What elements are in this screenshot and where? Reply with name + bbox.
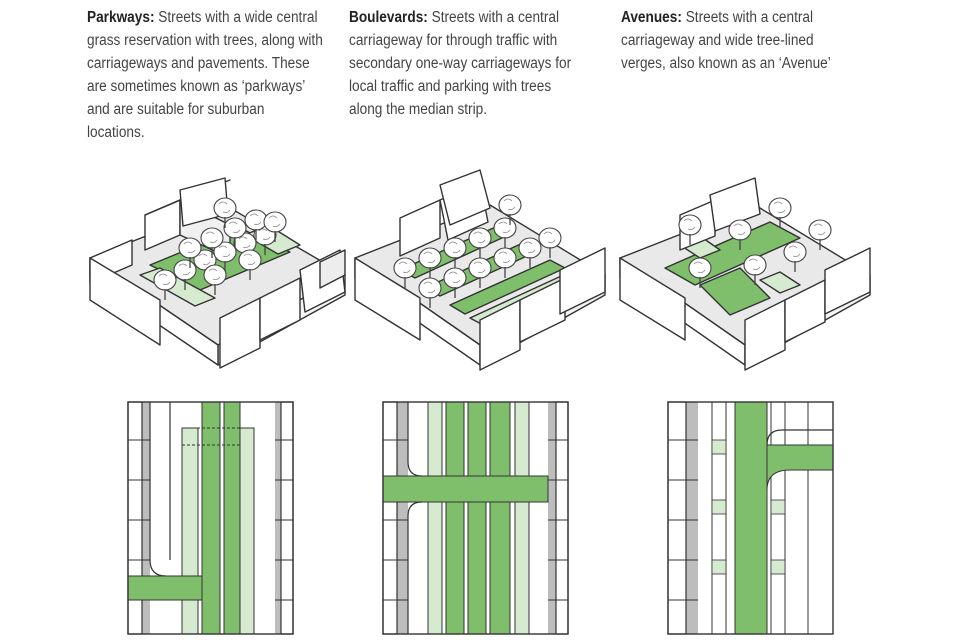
boulevards-isometric	[354, 169, 606, 371]
avenues-plan-right-buildings	[808, 402, 833, 634]
parkways-plan-verge-left	[181, 427, 199, 635]
parkways-term: Parkways:	[87, 9, 155, 26]
boulevards-plan-carriageway-left	[445, 401, 465, 635]
parkways-plan-median	[201, 401, 221, 635]
avenues-isometric	[619, 177, 871, 371]
avenues-plan-side-street	[766, 444, 834, 491]
boulevards-term: Boulevards:	[349, 9, 428, 26]
avenues-caption: Avenues: Streets with a central carriage…	[621, 6, 859, 75]
boulevards-plan-carriageway-right	[489, 401, 511, 635]
parkways-caption: Parkways: Streets with a wide central gr…	[87, 6, 325, 144]
boulevards-plan-carriageway-mid	[467, 401, 487, 635]
avenues-term: Avenues:	[621, 9, 682, 26]
parkways-isometric	[89, 177, 346, 369]
boulevards-plan-cross-street	[382, 475, 549, 503]
avenues-plan	[667, 401, 834, 635]
parkways-plan-verge-right	[223, 401, 241, 635]
avenues-plan-carriageway	[734, 401, 768, 635]
parkways-plan-side-street	[127, 575, 203, 601]
boulevards-caption: Boulevards: Streets with a central carri…	[349, 6, 587, 121]
parkways-plan	[127, 401, 294, 635]
avenues-description: Streets with a central carriageway and w…	[621, 9, 831, 72]
boulevards-description: Streets with a central carriageway for t…	[349, 9, 572, 118]
boulevards-plan	[382, 401, 569, 635]
parkways-description: Streets with a wide central grass reserv…	[87, 9, 323, 141]
